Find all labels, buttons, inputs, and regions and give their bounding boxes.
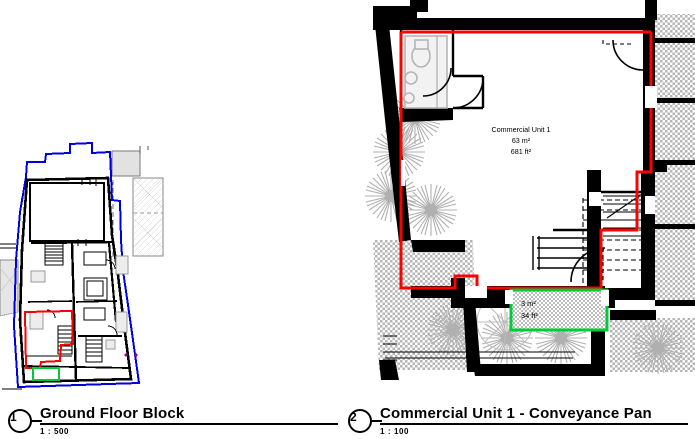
drawing-scale-2: 1 : 100 bbox=[380, 427, 410, 436]
store-area-imperial-text: 34 ft² bbox=[521, 311, 538, 320]
store-area-metric-text: 3 m² bbox=[521, 299, 536, 308]
block-plan-walls bbox=[18, 176, 133, 384]
site-boundary-line bbox=[12, 141, 141, 389]
store-demise-outline-green bbox=[32, 367, 60, 381]
drawing-title-1: Ground Floor Block bbox=[40, 405, 185, 422]
unit-area-metric-text: 63 m² bbox=[512, 136, 531, 145]
block-plan-lightwells bbox=[83, 251, 108, 321]
block-plan-drawing[interactable] bbox=[0, 140, 185, 395]
marker-stem bbox=[372, 420, 382, 422]
wc-fixtures bbox=[403, 35, 448, 109]
drawing-scale-1: 1 : 500 bbox=[40, 427, 70, 436]
block-plan-annotations bbox=[0, 243, 138, 390]
drawing-marker-2[interactable]: 2 bbox=[348, 409, 372, 433]
titleblock-block-plan: 1 Ground Floor Block 1 : 500 bbox=[8, 405, 338, 439]
wall-openings bbox=[401, 86, 657, 306]
block-plan-stairs bbox=[44, 242, 103, 363]
unit-name-text: Commercial Unit 1 bbox=[491, 125, 550, 134]
titleblock-unit-plan: 2 Commercial Unit 1 - Conveyance Pan 1 :… bbox=[348, 405, 688, 439]
block-plan-fixtures bbox=[29, 255, 129, 350]
store-demise-green[interactable] bbox=[509, 288, 609, 332]
commercial-unit-plan-drawing[interactable]: Commercial Unit 1 63 m² 681 ft² 3 m² 34 … bbox=[355, 0, 695, 395]
drawing-marker-1[interactable]: 1 bbox=[8, 409, 32, 433]
unit-area-imperial-text: 681 ft² bbox=[511, 147, 532, 156]
room-label-commercial-unit: Commercial Unit 1 63 m² 681 ft² bbox=[491, 125, 550, 156]
door-swings bbox=[422, 39, 644, 283]
titleblock-text-2: Commercial Unit 1 - Conveyance Pan 1 : 1… bbox=[380, 405, 688, 436]
titleblock-text-1: Ground Floor Block 1 : 500 bbox=[40, 405, 338, 436]
drawing-title-2: Commercial Unit 1 - Conveyance Pan bbox=[380, 405, 652, 422]
marker-stem bbox=[32, 420, 42, 422]
unit-demise-outline-red bbox=[23, 309, 75, 369]
title-rule-2 bbox=[380, 423, 688, 425]
title-rule-1 bbox=[40, 423, 338, 425]
unit-demise-line-red bbox=[399, 30, 653, 290]
room-label-store: 3 m² 34 ft² bbox=[521, 299, 538, 320]
